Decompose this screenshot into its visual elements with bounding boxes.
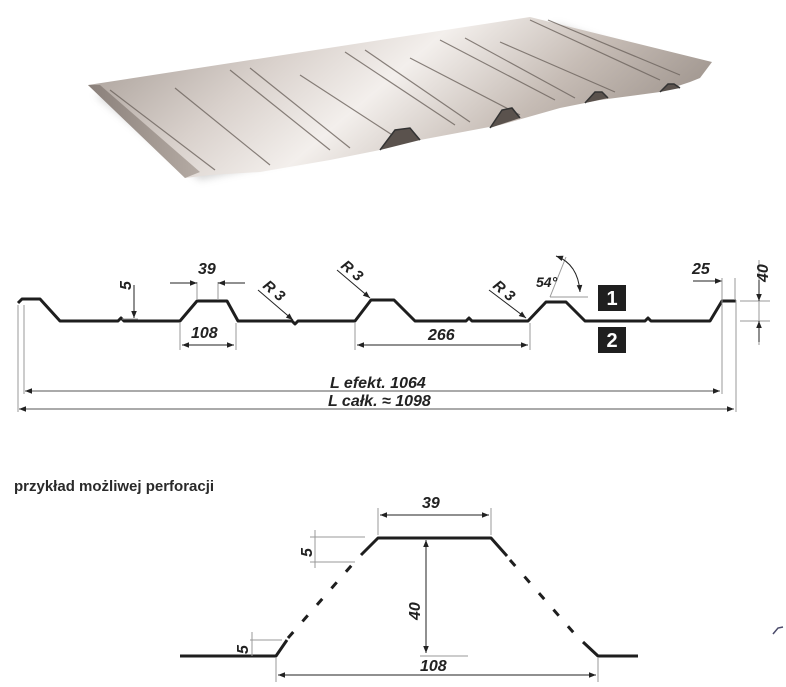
dim-angle: 54°	[536, 274, 558, 290]
dim-crest-top: 39	[198, 261, 216, 278]
dim-height: 40	[755, 264, 772, 283]
perf-dim-upper-5: 5	[299, 547, 316, 557]
dim-radius-3: R 3	[489, 277, 518, 305]
profile-line	[16, 297, 736, 326]
dim-pitch: 266	[427, 327, 455, 344]
perf-right-base	[581, 640, 638, 658]
side-label-1: 1	[606, 288, 617, 310]
perforation-detail: 39 5 40 5 108	[180, 495, 638, 682]
side-badge-2	[598, 327, 626, 353]
perf-dim-top: 39	[422, 495, 440, 512]
perf-dim-base: 108	[420, 658, 447, 675]
roof-sheet-illustration	[88, 17, 712, 180]
perf-crest	[359, 536, 509, 557]
perf-right-web	[508, 559, 582, 641]
dim-groove-depth: 5	[118, 280, 135, 290]
side-badge-1	[598, 285, 626, 311]
side-label-2: 2	[606, 330, 617, 352]
perforation-heading: przykład możliwej perforacji	[14, 478, 215, 495]
perf-left-base	[180, 639, 289, 658]
dim-edge-width: 25	[691, 261, 711, 278]
dim-total-length: L całk. ≈ 1098	[328, 393, 431, 410]
perf-dim-lower-5: 5	[235, 644, 252, 654]
perf-dim-height: 40	[407, 602, 424, 621]
dim-radius-2: R 3	[337, 257, 366, 285]
perf-left-web	[286, 557, 360, 639]
dim-trough-base: 108	[191, 325, 218, 342]
profile-section: 5 39 108 R 3 R 3 R 3 266 54° 1 2	[16, 255, 772, 412]
dim-effective-length: L efekt. 1064	[330, 375, 426, 392]
dim-radius-1: R 3	[259, 277, 288, 305]
stray-mark	[772, 626, 784, 635]
